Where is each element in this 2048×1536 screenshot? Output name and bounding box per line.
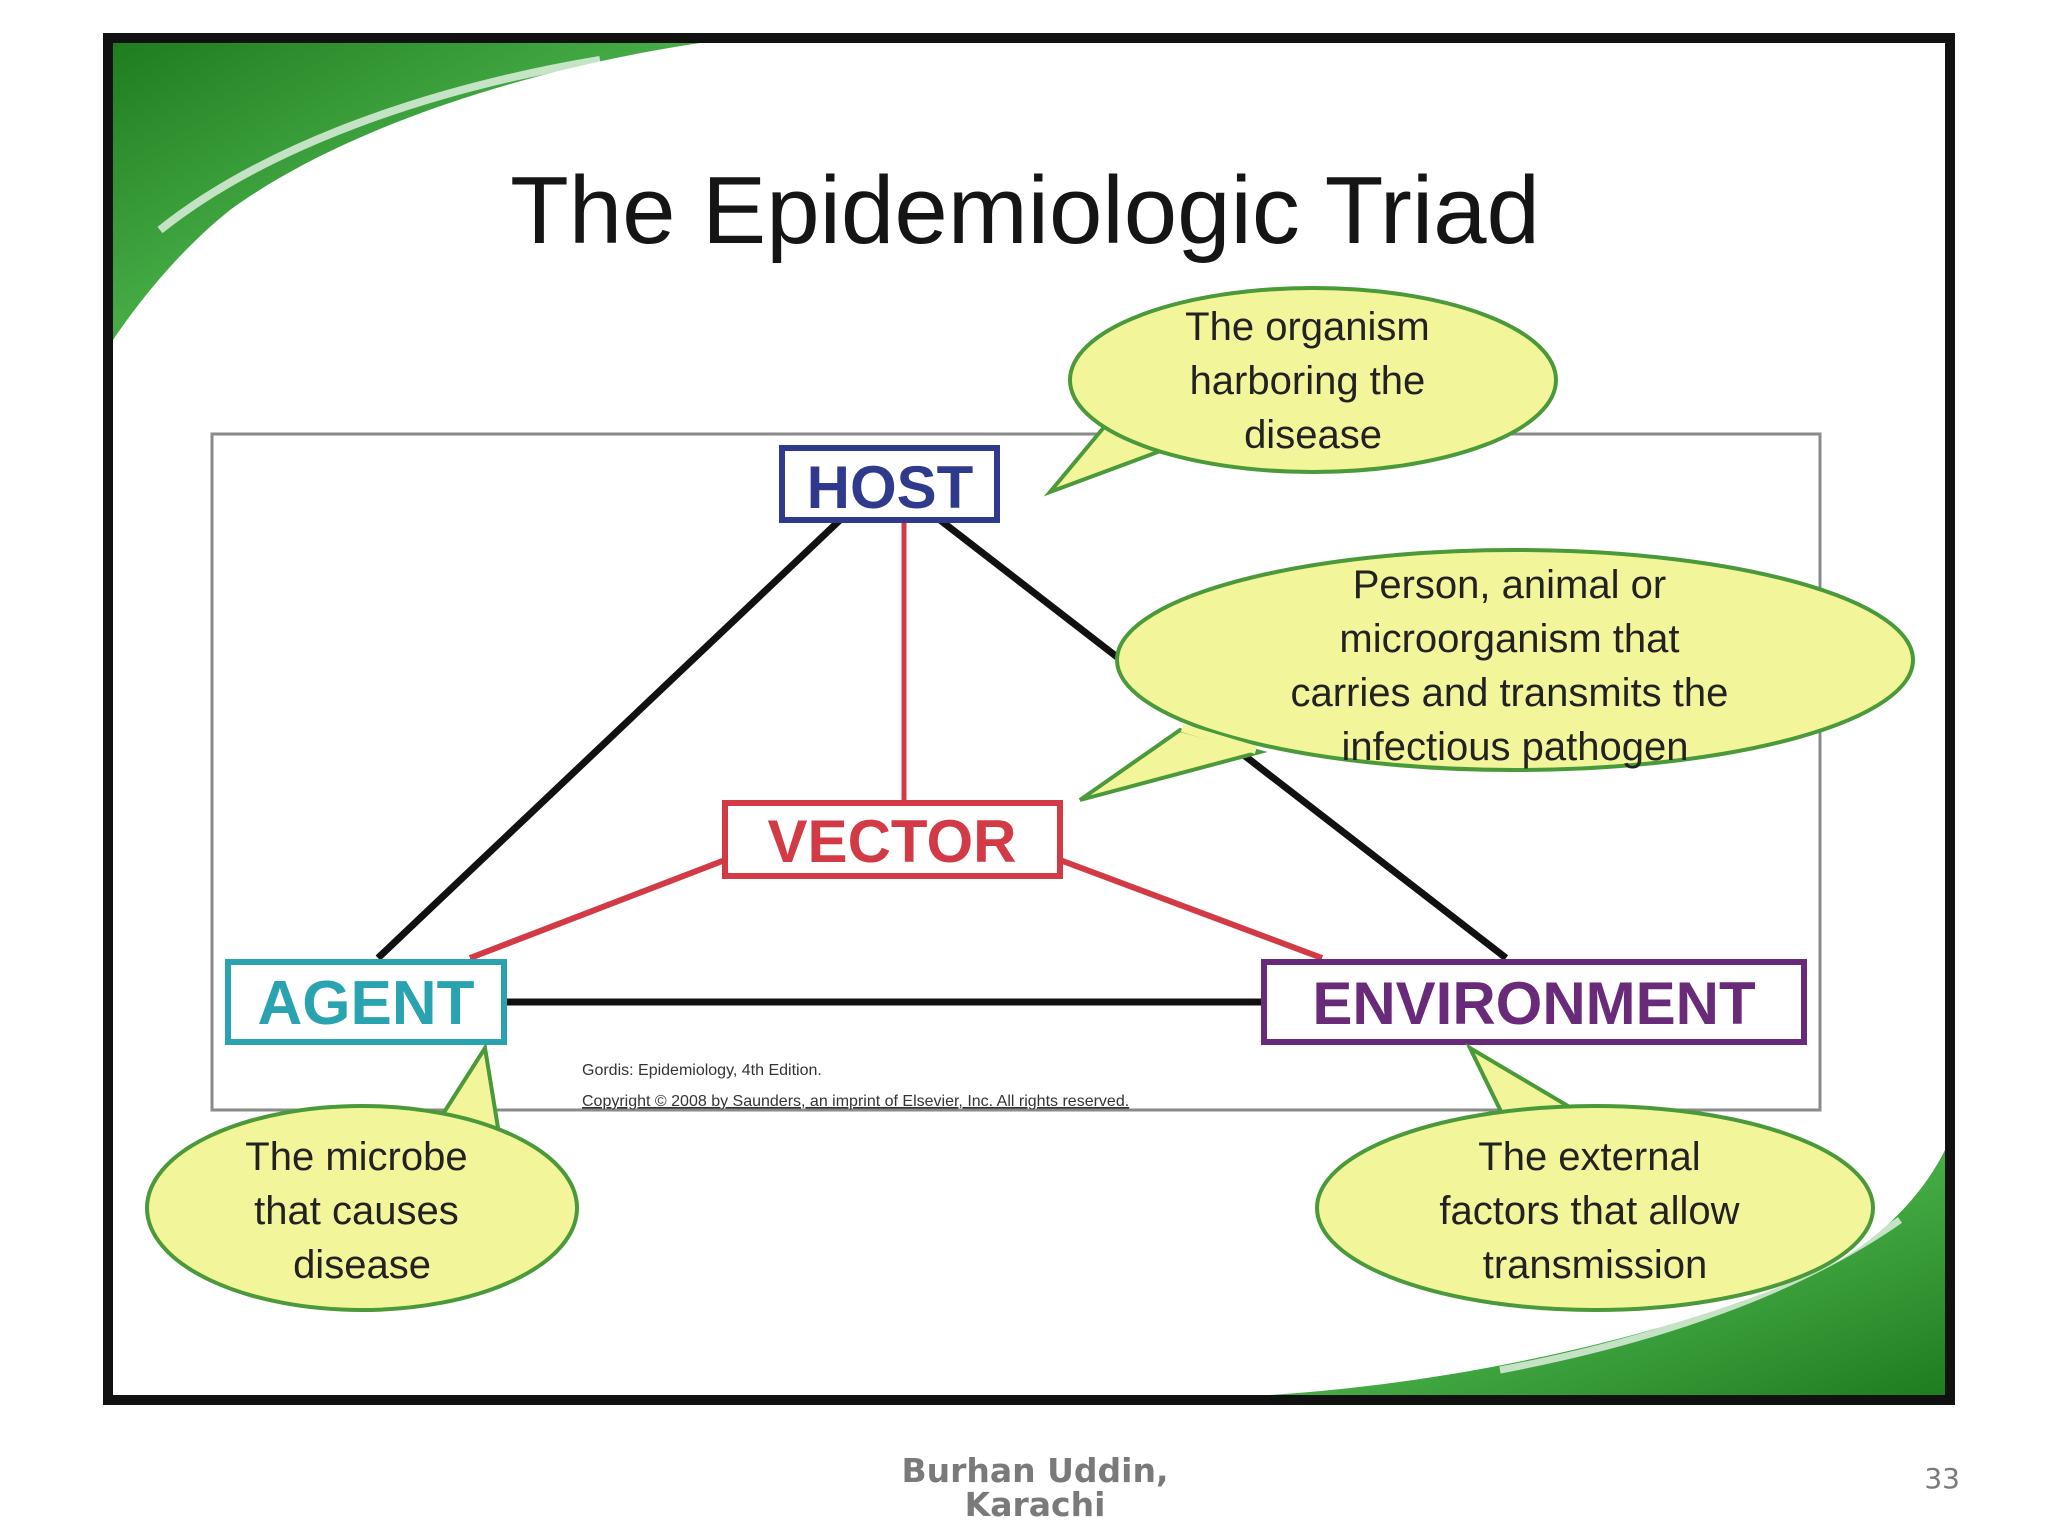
svg-text:The organism harboring t: The organism harboring the disease: [1185, 305, 1441, 457]
svg-text:The microbe that causes: The microbe that causes disease: [245, 1135, 478, 1287]
agent-callout-line-1: The microbe: [245, 1135, 467, 1179]
vector-callout-line-4: infectious pathogen: [1342, 725, 1689, 769]
page-number: 33: [1924, 1462, 1960, 1495]
environment-callout-line-2: factors that allow: [1439, 1189, 1739, 1233]
vector-callout-line-2: microorganism that: [1339, 617, 1679, 661]
vector-node: VECTOR: [722, 800, 1063, 879]
host-node: HOST: [779, 445, 1000, 523]
footer-author: Burhan Uddin, Karachi: [835, 1454, 1235, 1522]
source-citation-line-1: Gordis: Epidemiology, 4th Edition.: [582, 1062, 822, 1079]
agent-callout: The microbe that causes disease: [145, 1042, 579, 1312]
vector-label: VECTOR: [768, 808, 1017, 875]
slide-title: The Epidemiologic Triad: [510, 157, 1540, 264]
host-agent-line: [375, 517, 843, 961]
agent-label: AGENT: [258, 969, 475, 1038]
vector-callout-line-1: Person, animal or: [1353, 563, 1666, 607]
host-callout: The organism harboring the disease: [1043, 286, 1558, 497]
environment-callout-line-3: transmission: [1483, 1243, 1708, 1287]
green-swoosh-top-left: [113, 43, 700, 340]
green-swoosh-top-left-highlight: [157, 56, 601, 234]
environment-callout-line-1: The external: [1478, 1135, 1700, 1179]
agent-callout-line-3: disease: [293, 1243, 431, 1287]
environment-callout: The external factors that allow transmis…: [1315, 1042, 1875, 1312]
agent-node: AGENT: [225, 959, 507, 1045]
footer-author-line-2: Karachi: [964, 1485, 1106, 1524]
vector-environment-line: [1058, 857, 1324, 961]
source-citation-line-2: Copyright © 2008 by Saunders, an imprint…: [582, 1093, 1129, 1110]
green-swoosh-bottom-right-highlight: [1499, 1217, 1903, 1374]
host-callout-line-1: The organism: [1185, 305, 1430, 349]
green-swoosh-bottom-right: [1270, 1150, 1945, 1395]
environment-label: ENVIRONMENT: [1312, 970, 1755, 1037]
host-callout-line-3: disease: [1244, 413, 1382, 457]
vector-callout-line-3: carries and transmits the: [1290, 671, 1728, 715]
vector-callout: Person, animal or microorganism that car…: [1078, 548, 1915, 802]
host-callout-line-2: harboring the: [1190, 359, 1426, 403]
environment-node: ENVIRONMENT: [1261, 959, 1807, 1045]
agent-callout-line-2: that causes: [254, 1189, 459, 1233]
svg-text:The external factors tha: The external factors that allow transmis…: [1439, 1135, 1750, 1287]
diagram-box: [210, 432, 1822, 1112]
footer-author-line-1: Burhan Uddin,: [901, 1451, 1169, 1490]
svg-text:Person, animal or microo: Person, animal or microorganism that car…: [1290, 563, 1739, 769]
vector-agent-line: [468, 857, 727, 961]
host-label: HOST: [807, 454, 974, 521]
